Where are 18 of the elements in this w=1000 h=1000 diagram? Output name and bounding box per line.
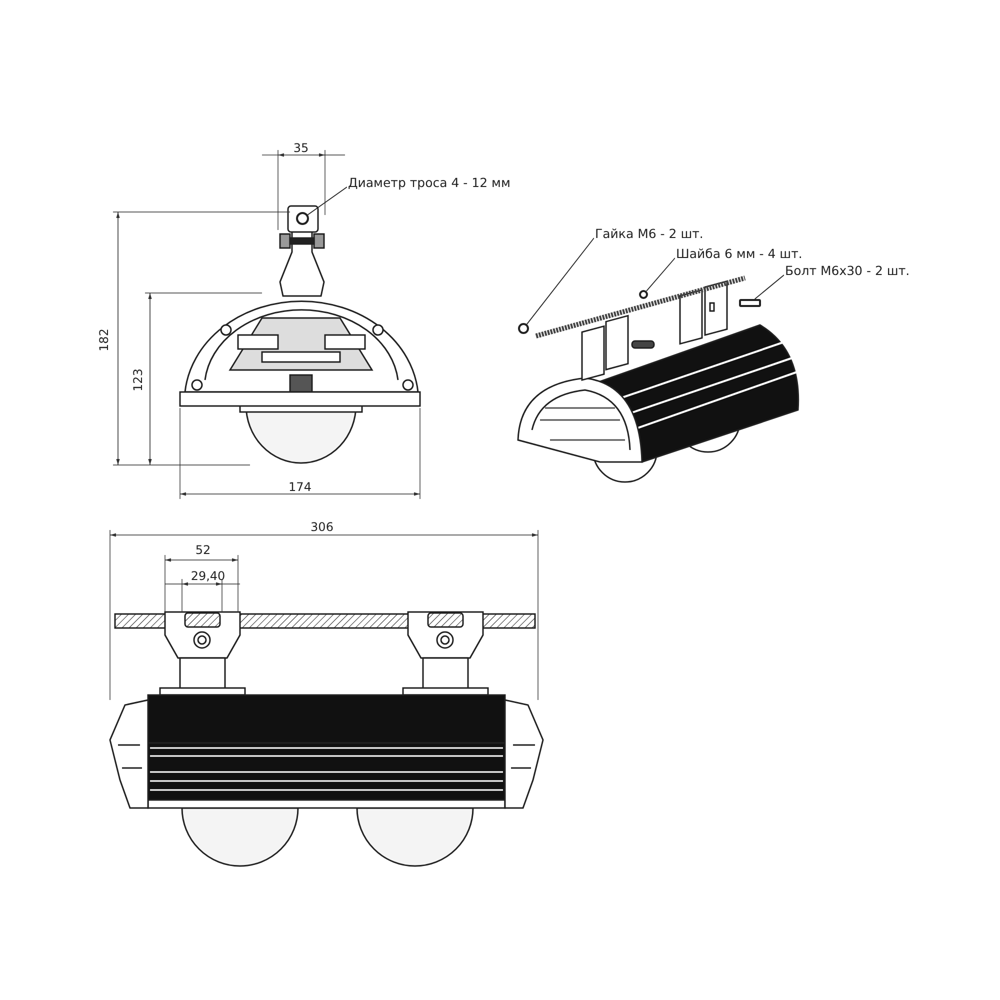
callout-text: Диаметр троса 4 - 12 мм	[347, 175, 512, 191]
leader-line	[307, 186, 348, 216]
callout-text: Шайба 6 мм - 4 шт.	[675, 246, 804, 262]
callout-text: Болт М6х30 - 2 шт.	[784, 263, 911, 279]
dimension-label: 123	[131, 368, 145, 392]
dimension-label: 306	[310, 520, 334, 534]
dimension-label: 174	[288, 480, 312, 494]
dimension-label: 182	[97, 328, 111, 352]
callout-text: Гайка М6 - 2 шт.	[594, 226, 704, 242]
bolt	[739, 299, 761, 307]
nut	[518, 323, 529, 334]
washer	[639, 290, 648, 299]
dimension-label: 35	[293, 141, 309, 155]
leader-line	[754, 274, 784, 300]
leader-line	[526, 238, 594, 325]
leader-line	[646, 258, 676, 292]
dimension-label: 29,40	[190, 569, 226, 583]
dimension-label: 52	[195, 543, 211, 557]
